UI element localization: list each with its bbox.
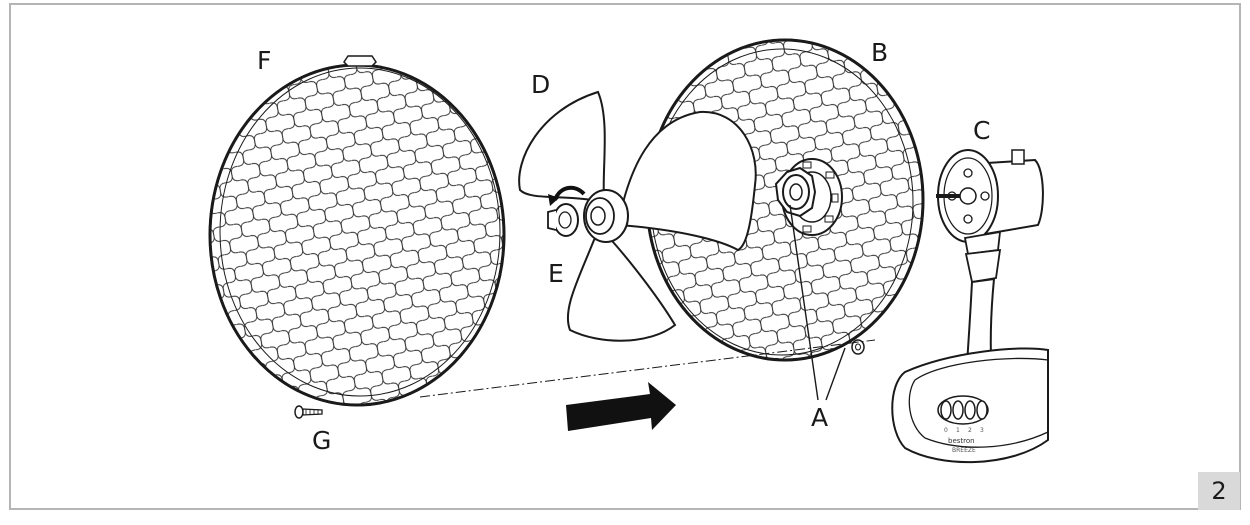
speed-label-2: 2 bbox=[968, 427, 972, 434]
brand-text: bestron bbox=[948, 437, 975, 445]
front-grill bbox=[208, 55, 506, 407]
label-d: D bbox=[531, 70, 551, 99]
alignment-line bbox=[419, 339, 876, 398]
leader-a-2 bbox=[825, 347, 846, 401]
rotation-arrow bbox=[553, 185, 586, 201]
speed-buttons bbox=[937, 395, 989, 425]
label-a: A bbox=[811, 403, 829, 432]
screw-g bbox=[294, 405, 323, 419]
speed-label-0: 0 bbox=[944, 427, 948, 434]
page-number-badge: 2 bbox=[1198, 472, 1240, 510]
nut-receiver bbox=[851, 339, 865, 355]
model-text: BREEZE bbox=[952, 447, 976, 454]
fan-blade bbox=[518, 90, 757, 342]
speed-label-1: 1 bbox=[956, 427, 960, 434]
label-f: F bbox=[257, 46, 272, 75]
label-c: C bbox=[973, 116, 991, 145]
assembly-direction-arrow bbox=[566, 382, 676, 431]
page-border bbox=[9, 3, 1241, 510]
grill-clip bbox=[343, 55, 377, 67]
label-g: G bbox=[312, 426, 332, 455]
spinner-cap bbox=[547, 203, 579, 237]
motor-and-stand: 0 1 2 3 bestron BREEZE bbox=[891, 149, 1049, 464]
locking-nut bbox=[774, 166, 817, 218]
label-e: E bbox=[548, 259, 564, 288]
leader-a-1 bbox=[789, 204, 819, 401]
speed-label-3: 3 bbox=[980, 427, 984, 434]
label-b: B bbox=[871, 38, 889, 67]
rear-grill bbox=[645, 38, 925, 362]
